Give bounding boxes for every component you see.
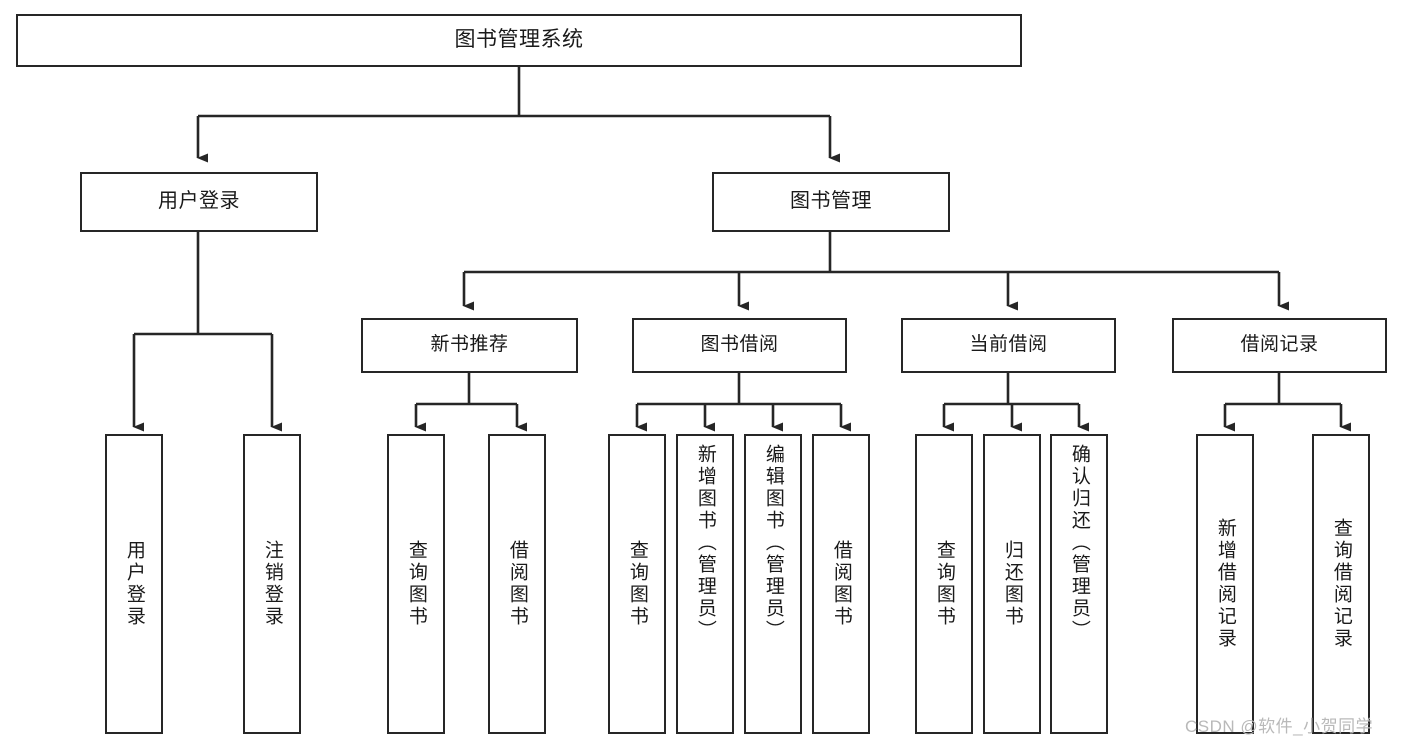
node-leaf-query-book-2[interactable]: 查询图书 — [608, 434, 666, 734]
node-leaf-borrow-book-1[interactable]: 借阅图书 — [488, 434, 546, 734]
node-borrow-record[interactable]: 借阅记录 — [1172, 318, 1387, 373]
node-leaf-borrow-book-2[interactable]: 借阅图书 — [812, 434, 870, 734]
node-book-manage-label: 图书管理 — [790, 190, 872, 213]
node-book-borrow-label: 图书借阅 — [700, 334, 779, 356]
node-leaf-user-login[interactable]: 用户登录 — [105, 434, 163, 734]
node-leaf-user-login-label: 用户登录 — [123, 540, 145, 628]
node-leaf-query-book-1-label: 查询图书 — [405, 540, 427, 628]
node-leaf-confirm-return[interactable]: 确认归还（管理员） — [1050, 434, 1108, 734]
node-leaf-query-book-3[interactable]: 查询图书 — [915, 434, 973, 734]
node-leaf-add-record-label: 新增借阅记录 — [1214, 518, 1236, 650]
node-new-book-rec-label: 新书推荐 — [430, 334, 509, 356]
node-leaf-edit-book[interactable]: 编辑图书（管理员） — [744, 434, 802, 734]
node-leaf-add-record[interactable]: 新增借阅记录 — [1196, 434, 1254, 734]
node-root[interactable]: 图书管理系统 — [16, 14, 1022, 67]
node-leaf-return-book-label: 归还图书 — [1001, 540, 1023, 628]
node-book-borrow[interactable]: 图书借阅 — [632, 318, 847, 373]
node-leaf-query-record-label: 查询借阅记录 — [1330, 518, 1352, 650]
node-book-manage[interactable]: 图书管理 — [712, 172, 950, 232]
node-user-login-label: 用户登录 — [158, 190, 240, 213]
node-leaf-borrow-book-1-label: 借阅图书 — [506, 540, 528, 628]
node-leaf-query-book-1[interactable]: 查询图书 — [387, 434, 445, 734]
node-new-book-rec[interactable]: 新书推荐 — [361, 318, 578, 373]
node-leaf-query-book-2-label: 查询图书 — [626, 540, 648, 628]
node-borrow-record-label: 借阅记录 — [1240, 334, 1319, 356]
node-leaf-edit-book-label: 编辑图书（管理员） — [762, 444, 784, 642]
node-leaf-query-record[interactable]: 查询借阅记录 — [1312, 434, 1370, 734]
node-leaf-logout-label: 注销登录 — [261, 540, 283, 628]
node-leaf-query-book-3-label: 查询图书 — [933, 540, 955, 628]
node-root-label: 图书管理系统 — [454, 28, 584, 52]
node-leaf-confirm-return-label: 确认归还（管理员） — [1068, 444, 1090, 642]
node-leaf-add-book-label: 新增图书（管理员） — [694, 444, 716, 642]
csdn-watermark: CSDN @软件_小贺同学 — [1185, 717, 1374, 736]
node-user-login[interactable]: 用户登录 — [80, 172, 318, 232]
node-leaf-logout[interactable]: 注销登录 — [243, 434, 301, 734]
node-leaf-borrow-book-2-label: 借阅图书 — [830, 540, 852, 628]
node-leaf-return-book[interactable]: 归还图书 — [983, 434, 1041, 734]
node-current-borrow[interactable]: 当前借阅 — [901, 318, 1116, 373]
node-current-borrow-label: 当前借阅 — [969, 334, 1048, 356]
node-leaf-add-book[interactable]: 新增图书（管理员） — [676, 434, 734, 734]
